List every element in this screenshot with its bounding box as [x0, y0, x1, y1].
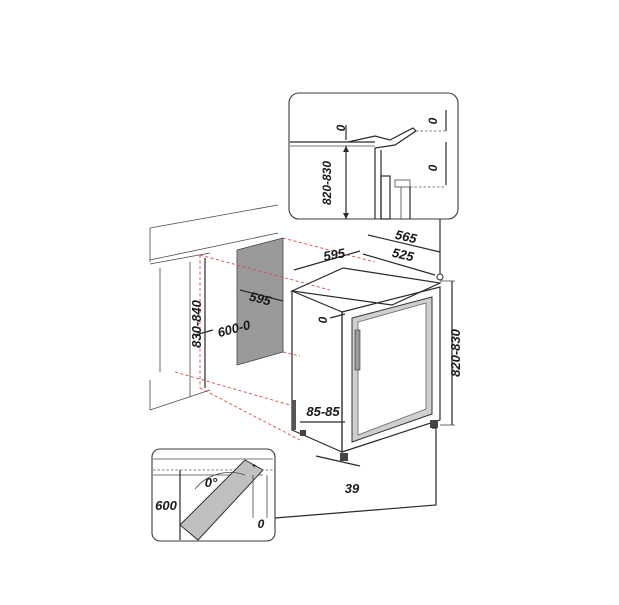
inset-top-right-gap-label: 0: [426, 117, 440, 124]
door-swing-label: 600: [155, 498, 177, 513]
detail-inset-top: 820-830 0 0 0: [288, 92, 459, 220]
front-gap-label: 0: [316, 316, 330, 323]
worktop: [149, 204, 284, 411]
depth-inner-label: 525: [391, 245, 416, 265]
appliance-top-dimensions: 565 595 525: [293, 227, 441, 276]
door-angle-label: 0°: [205, 475, 218, 490]
niche-outline: [174, 237, 376, 441]
depth-outer-label: 565: [394, 227, 419, 247]
foot-height-label: 39: [345, 481, 360, 496]
svg-text:+: +: [252, 463, 256, 470]
niche-width-label: 595: [248, 289, 274, 309]
vent-range-label: 85-85: [306, 404, 340, 419]
appliance-height-label: 820-830: [448, 328, 463, 376]
detail-inset-door: + 0° 600 0: [151, 448, 276, 542]
bottom-connector: [274, 427, 437, 519]
inset-side-gap-label: 0: [426, 164, 440, 171]
width-top-label: 595: [322, 245, 347, 264]
door-gap-label: 0: [258, 517, 265, 531]
inset-top-gap-label: 0: [334, 124, 348, 131]
inset-height-label: 820-830: [320, 161, 334, 205]
niche-height-label: 830-840: [189, 299, 204, 347]
appliance-height-dimension: 820-830: [440, 280, 463, 426]
appliance: [289, 267, 443, 461]
